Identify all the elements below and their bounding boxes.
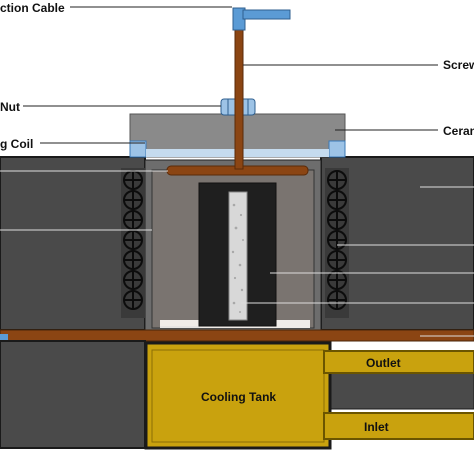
- label-inlet: Inlet: [364, 420, 389, 434]
- base-plate-blue-tip: [0, 334, 8, 341]
- inlet-pipe: [323, 412, 474, 440]
- label-cooling-tank: Cooling Tank: [201, 390, 276, 404]
- label-ceramic: Ceran: [443, 124, 474, 138]
- label-screw: Screw: [443, 58, 474, 72]
- label-outlet: Outlet: [366, 356, 401, 370]
- cooling-tank: [144, 341, 332, 450]
- sample-rod: [228, 191, 248, 321]
- cooling-tank-inner: [151, 349, 325, 443]
- cable-connector-horizontal: [242, 9, 291, 20]
- screw-rod: [234, 27, 244, 170]
- lid-seal-right: [328, 140, 346, 158]
- outlet-pipe: [323, 350, 474, 374]
- induction-coil-left: [121, 168, 145, 318]
- label-connection-cable: ction Cable: [0, 1, 65, 15]
- label-nut: Nut: [0, 100, 20, 114]
- bottom-right-block: [329, 372, 474, 410]
- bottom-left-block: [0, 340, 146, 449]
- induction-coil-right: [325, 168, 349, 318]
- left-furnace-wall: [0, 156, 146, 331]
- base-plate: [0, 329, 474, 342]
- label-induction-coil: g Coil: [0, 137, 33, 151]
- sample-texture: [231, 203, 244, 313]
